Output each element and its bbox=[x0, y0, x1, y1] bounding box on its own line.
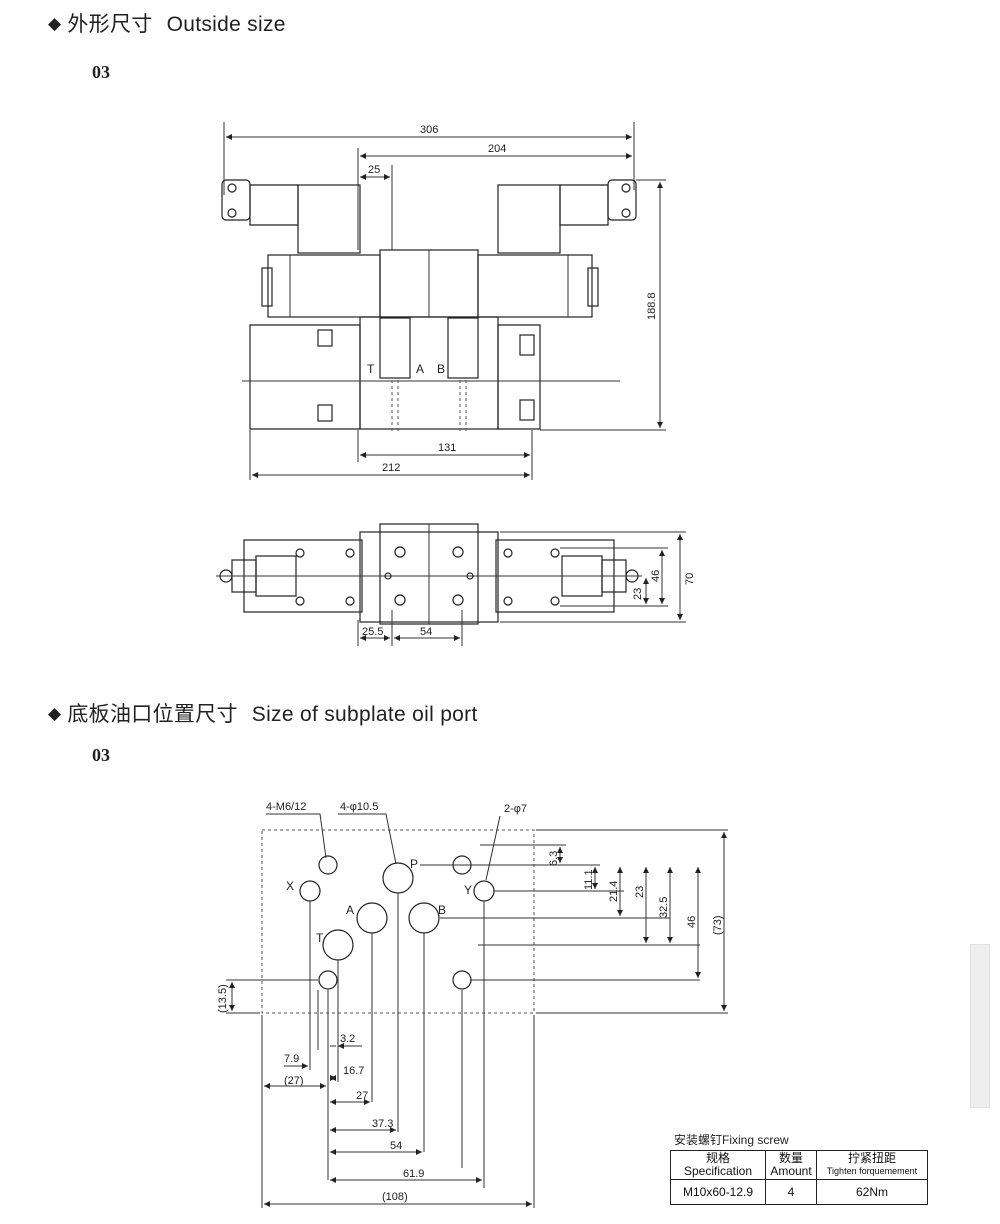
port-label-b: B bbox=[438, 903, 446, 917]
port-label-b: B bbox=[437, 362, 445, 376]
cell-spec: M10x60-12.9 bbox=[670, 1179, 766, 1205]
table-row: M10x60-12.9 4 62Nm bbox=[670, 1179, 928, 1205]
header-amount: 数量 Amount bbox=[765, 1150, 817, 1180]
port-a-hole bbox=[356, 902, 388, 934]
dim-306: 306 bbox=[420, 124, 438, 136]
dim-6-3: 6.3 bbox=[548, 851, 560, 866]
port-y-hole bbox=[473, 880, 495, 902]
m6-hole bbox=[452, 970, 472, 990]
cell-torque: 62Nm bbox=[816, 1179, 928, 1205]
dim-188-8: 188.8 bbox=[646, 292, 658, 320]
dim-25: 25 bbox=[368, 164, 380, 176]
m6-hole bbox=[318, 855, 338, 875]
port-label-t: T bbox=[316, 931, 324, 945]
dim-16-7: 16.7 bbox=[343, 1065, 364, 1077]
heading-cn: 外形尺寸 bbox=[67, 13, 153, 36]
fixing-screw-table: 规格 Specification 数量 Amount 拧紧扭距 Tighten … bbox=[670, 1150, 928, 1205]
m6-hole bbox=[318, 970, 338, 990]
dim-23: 23 bbox=[632, 588, 644, 600]
port-b-hole bbox=[408, 902, 440, 934]
heading-en: Size of subplate oil port bbox=[251, 703, 478, 726]
fixing-screw-title: 安装螺钉Fixing screw bbox=[674, 1133, 789, 1147]
port-label-a: A bbox=[346, 903, 354, 917]
dim-212: 212 bbox=[382, 462, 400, 474]
dim-32-5: 32.5 bbox=[658, 897, 670, 918]
dim-27: 27 bbox=[356, 1090, 368, 1102]
dim-46: 46 bbox=[650, 570, 662, 582]
port-label-a: A bbox=[416, 362, 424, 376]
dim-54: 54 bbox=[390, 1140, 402, 1152]
table-header-row: 规格 Specification 数量 Amount 拧紧扭距 Tighten … bbox=[670, 1150, 928, 1180]
section-subplate-heading: ◆ 底板油口位置尺寸 Size of subplate oil port bbox=[48, 698, 478, 728]
callout-phi7: 2-φ7 bbox=[504, 803, 527, 815]
dim-27-paren: (27) bbox=[284, 1075, 304, 1087]
header-specification: 规格 Specification bbox=[670, 1150, 766, 1180]
dim-108: (108) bbox=[382, 1191, 408, 1203]
port-label-t: T bbox=[367, 362, 375, 376]
heading-cn: 底板油口位置尺寸 bbox=[67, 703, 238, 726]
subplate-drawing: 6.3 11.1 21.4 23 32.5 46 (73) (13.5) 3 bbox=[217, 801, 728, 1208]
header-torque: 拧紧扭距 Tighten forquemement bbox=[816, 1150, 928, 1180]
dim-37-3: 37.3 bbox=[372, 1118, 393, 1130]
callout-m6: 4-M6/12 bbox=[266, 801, 306, 813]
port-label-y: Y bbox=[464, 883, 472, 897]
port-label-x: X bbox=[286, 879, 294, 893]
section-outside-size-heading: ◆ 外形尺寸 Outside size bbox=[48, 8, 286, 38]
diamond-icon: ◆ bbox=[48, 14, 62, 33]
dim-54: 54 bbox=[420, 626, 432, 638]
dim-13-5: (13.5) bbox=[217, 984, 229, 1013]
model-label-bottom: 03 bbox=[92, 745, 110, 765]
dim-3-2: 3.2 bbox=[340, 1033, 355, 1045]
dim-61-9: 61.9 bbox=[403, 1168, 424, 1180]
port-x-hole bbox=[299, 880, 321, 902]
port-p-hole bbox=[382, 862, 414, 894]
dim-25-5: 25.5 bbox=[362, 626, 383, 638]
port-label-p: P bbox=[410, 857, 418, 871]
dim-46: 46 bbox=[686, 916, 698, 928]
dim-11-1: 11.1 bbox=[583, 869, 595, 890]
dim-21-4: 21.4 bbox=[608, 881, 620, 902]
callout-phi10: 4-φ10.5 bbox=[340, 801, 378, 813]
model-label-top: 03 bbox=[92, 62, 110, 82]
dim-23: 23 bbox=[634, 886, 646, 898]
dim-131: 131 bbox=[438, 442, 456, 454]
port-t-hole bbox=[322, 929, 354, 961]
cell-amount: 4 bbox=[765, 1179, 817, 1205]
valve-front-view: 306 204 25 188.8 131 212 T A B bbox=[221, 122, 666, 480]
dim-70: 70 bbox=[684, 573, 696, 585]
dim-204: 204 bbox=[488, 143, 506, 155]
heading-en: Outside size bbox=[166, 13, 286, 36]
valve-top-view: 70 46 23 25.5 54 bbox=[216, 523, 696, 646]
dim-73: (73) bbox=[712, 915, 724, 935]
diamond-icon: ◆ bbox=[48, 704, 62, 723]
scrollbar[interactable] bbox=[970, 944, 990, 1108]
dim-7-9: 7.9 bbox=[284, 1053, 299, 1065]
